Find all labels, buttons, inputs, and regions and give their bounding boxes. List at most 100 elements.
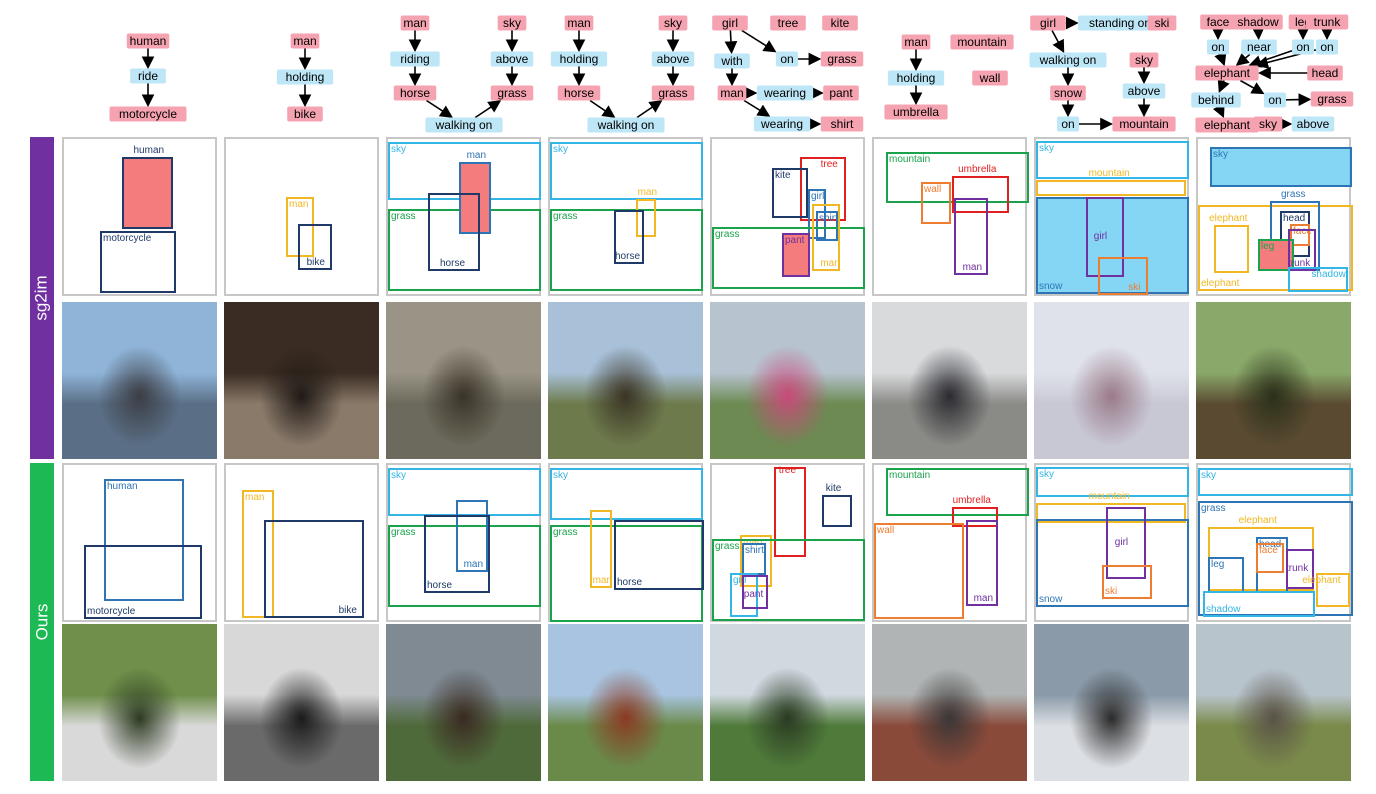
node-label: horse [400, 86, 430, 100]
bbox-label: ski [1128, 282, 1141, 293]
graph-edge [589, 99, 616, 118]
relation-node [390, 51, 440, 67]
bbox-label: human [107, 481, 138, 492]
object-node [972, 70, 1008, 86]
relation-node [425, 117, 503, 133]
bbox-label: girl [1114, 537, 1129, 548]
object-node [287, 106, 323, 122]
object-node [564, 15, 594, 31]
sg2im-generated-image-2 [224, 302, 379, 459]
node-label: standing on [1089, 16, 1151, 30]
relation-node [651, 51, 695, 67]
node-label: elephant [1204, 66, 1251, 80]
bbox-girl [1086, 197, 1124, 277]
node-label: ride [138, 69, 158, 83]
object-node [823, 85, 859, 101]
bbox-pant [742, 575, 768, 609]
relation-node [1316, 39, 1338, 55]
node-label: man [293, 34, 316, 48]
bbox-grass [712, 539, 865, 621]
graph-edge [426, 99, 454, 118]
node-label: grass [827, 52, 856, 66]
bbox-elephant [1214, 225, 1249, 273]
bbox-label: grass [1201, 503, 1226, 514]
bbox-label: face [1259, 545, 1278, 556]
bbox-face [1256, 543, 1284, 573]
node-label: with [720, 54, 742, 68]
bbox-label: man [289, 199, 309, 210]
bbox-man [456, 500, 488, 572]
node-label: on [1296, 40, 1309, 54]
relation-node [753, 116, 811, 132]
bbox-shadow [1203, 591, 1315, 617]
bbox-label: sky [1039, 143, 1054, 154]
sg2im-generated-image-7 [1034, 302, 1189, 459]
bbox-label: sky [1201, 470, 1216, 481]
bbox-label: tree [778, 465, 797, 476]
relation-node [1078, 15, 1162, 31]
node-label: walking on [597, 118, 655, 132]
object-node [1310, 91, 1354, 107]
bbox-ski [1098, 257, 1148, 295]
ours-generated-image-2 [224, 624, 379, 781]
object-node [822, 15, 858, 31]
bbox-face [1290, 224, 1310, 246]
bbox-man [954, 198, 988, 275]
node-label: mountain [1119, 117, 1168, 131]
object-node [1129, 52, 1159, 68]
bbox-label: trunk [1286, 563, 1309, 574]
object-node [658, 15, 688, 31]
object-node [1253, 116, 1283, 132]
bbox-grass [712, 227, 865, 289]
bbox-man [242, 490, 274, 618]
node-label: sky [1135, 53, 1153, 67]
object-node [109, 106, 187, 122]
bbox-label: motorcycle [87, 606, 136, 617]
bbox-label: man [463, 559, 484, 570]
bbox-label: mountain [889, 154, 931, 165]
bbox-label: shadow [1206, 604, 1241, 615]
bbox-bike [298, 224, 332, 270]
bbox-label: grass [553, 211, 578, 222]
ours-generated-image-5 [710, 624, 865, 781]
node-label: grass [497, 86, 526, 100]
node-label: near [1247, 40, 1271, 54]
ours-generated-image-3 [386, 624, 541, 781]
scene-graph-8: faceshadowlegtrunkonnearononelephantonhe… [1191, 14, 1354, 133]
graph-edge [1214, 51, 1227, 67]
bbox-label: man [962, 262, 983, 273]
ours-generated-image-6 [872, 624, 1027, 781]
bbox-label: girl [1093, 231, 1108, 242]
object-node [717, 85, 747, 101]
node-label: kite [831, 16, 850, 30]
bbox-wall [921, 182, 951, 224]
bbox-trunk [1286, 549, 1314, 589]
object-node [651, 85, 695, 101]
node-label: holding [897, 71, 936, 85]
node-label: above [657, 52, 690, 66]
bbox-mountain [886, 152, 1029, 203]
object-node [884, 104, 948, 120]
bbox-label: sky [1039, 469, 1054, 480]
node-label: bike [294, 107, 316, 121]
object-node [1030, 15, 1066, 31]
ours-label-text: Ours [32, 603, 51, 641]
bbox-label: snow [1039, 594, 1063, 605]
bbox-human [104, 479, 184, 601]
relation-node [276, 69, 334, 85]
graph-edge [474, 100, 502, 119]
graph-edge [1212, 103, 1225, 119]
object-node [290, 33, 320, 49]
relation-node [1264, 92, 1286, 108]
